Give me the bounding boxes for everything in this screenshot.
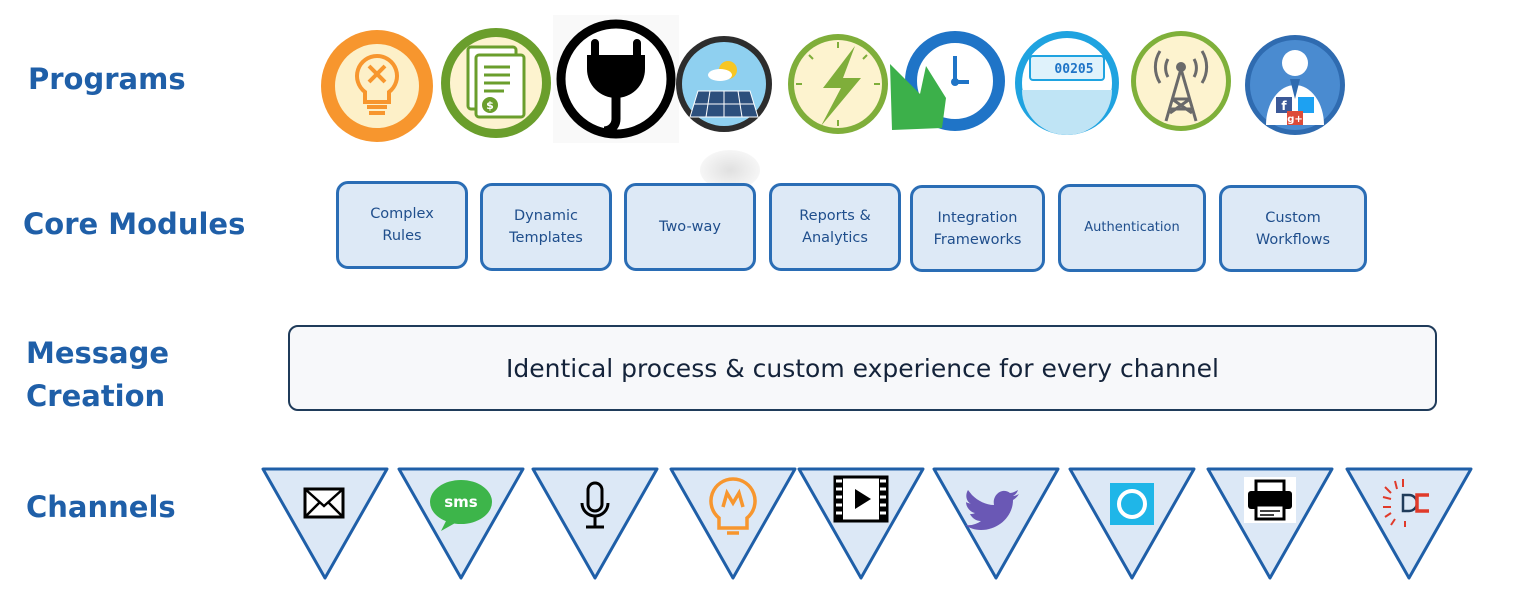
channel-sms: sms	[397, 467, 525, 581]
row-label-channels: Channels	[26, 490, 176, 524]
channel-alexa	[1068, 467, 1196, 581]
row-label-message-creation: Message Creation	[26, 336, 170, 413]
svg-text:$: $	[486, 99, 494, 112]
bill-statement-icon: $	[440, 27, 552, 139]
lightbulb-icon	[320, 29, 434, 143]
time-of-use-clock-icon	[890, 28, 1008, 134]
channel-voice	[531, 467, 659, 581]
module-reports-analytics: Reports & Analytics	[769, 183, 901, 271]
alexa-icon	[1110, 483, 1154, 525]
message-creation-banner: Identical process & custom experience fo…	[288, 325, 1437, 411]
chat-bulb-icon	[709, 477, 757, 535]
svg-text:f: f	[1281, 99, 1287, 113]
transmission-tower-icon	[1128, 29, 1234, 133]
sms-icon: sms	[430, 480, 492, 531]
channel-email	[261, 467, 389, 581]
row-label-core-modules: Core Modules	[23, 207, 246, 241]
sms-label: sms	[444, 493, 478, 511]
email-icon	[303, 487, 345, 519]
module-authentication: Authentication	[1058, 184, 1206, 272]
microphone-icon	[580, 481, 610, 529]
module-custom-workflows: Custom Workflows	[1219, 185, 1367, 272]
channel-print	[1206, 467, 1334, 581]
lightning-bolt-icon	[785, 32, 891, 136]
module-two-way: Two-way	[624, 183, 756, 271]
video-icon	[833, 475, 889, 523]
twitter-icon	[965, 490, 1019, 530]
channel-digital-display	[1345, 467, 1473, 581]
social-user-icon: f g+	[1242, 33, 1348, 137]
printer-icon	[1244, 477, 1296, 523]
module-integration-frameworks: Integration Frameworks	[910, 185, 1045, 272]
channel-twitter	[932, 467, 1060, 581]
meter-reading: 00205	[1054, 62, 1093, 77]
channel-chat	[669, 467, 797, 581]
meter-icon: 00205	[1012, 30, 1122, 136]
channel-video	[797, 467, 925, 581]
svg-text:g+: g+	[1287, 114, 1303, 125]
module-dynamic-templates: Dynamic Templates	[480, 183, 612, 271]
row-label-programs: Programs	[28, 62, 186, 96]
power-plug-icon	[553, 15, 679, 143]
solar-panel-icon	[672, 35, 776, 133]
module-complex-rules: Complex Rules	[336, 181, 468, 269]
digital-display-icon	[1382, 479, 1429, 527]
